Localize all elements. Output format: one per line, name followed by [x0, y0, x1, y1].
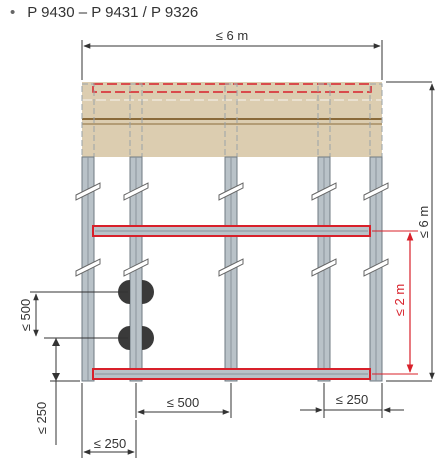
label-total-width: ≤ 6 m	[216, 28, 248, 43]
label-rail-spacing: ≤ 2 m	[392, 284, 407, 316]
dim-edge-right: ≤ 250	[300, 383, 404, 418]
product-title: P 9430 – P 9431 / P 9326	[27, 4, 199, 21]
header: • P 9430 – P 9431 / P 9326	[10, 4, 198, 21]
label-module-horizontal: ≤ 500	[167, 395, 199, 410]
rail-upper	[92, 225, 371, 237]
bullet: •	[10, 4, 16, 21]
label-module-vertical: ≤ 500	[18, 299, 33, 331]
label-total-height: ≤ 6 m	[416, 206, 431, 238]
dim-total-height: ≤ 6 m	[386, 81, 435, 382]
dim-rail-spacing: ≤ 2 m	[372, 230, 418, 375]
dim-total-width: ≤ 6 m	[81, 28, 383, 80]
break-marks	[75, 182, 389, 277]
top-panel	[81, 82, 383, 158]
rail-lower	[92, 368, 371, 380]
dim-edge-bottom: ≤ 250	[34, 338, 80, 445]
dim-module-horizontal: ≤ 500	[135, 383, 232, 418]
dim-edge-left: ≤ 250	[81, 383, 137, 458]
label-edge-right: ≤ 250	[336, 392, 368, 407]
label-edge-bottom: ≤ 250	[34, 402, 49, 434]
label-edge-left: ≤ 250	[94, 436, 126, 451]
module-lower	[118, 326, 154, 350]
dim-module-vertical: ≤ 500	[18, 291, 128, 339]
